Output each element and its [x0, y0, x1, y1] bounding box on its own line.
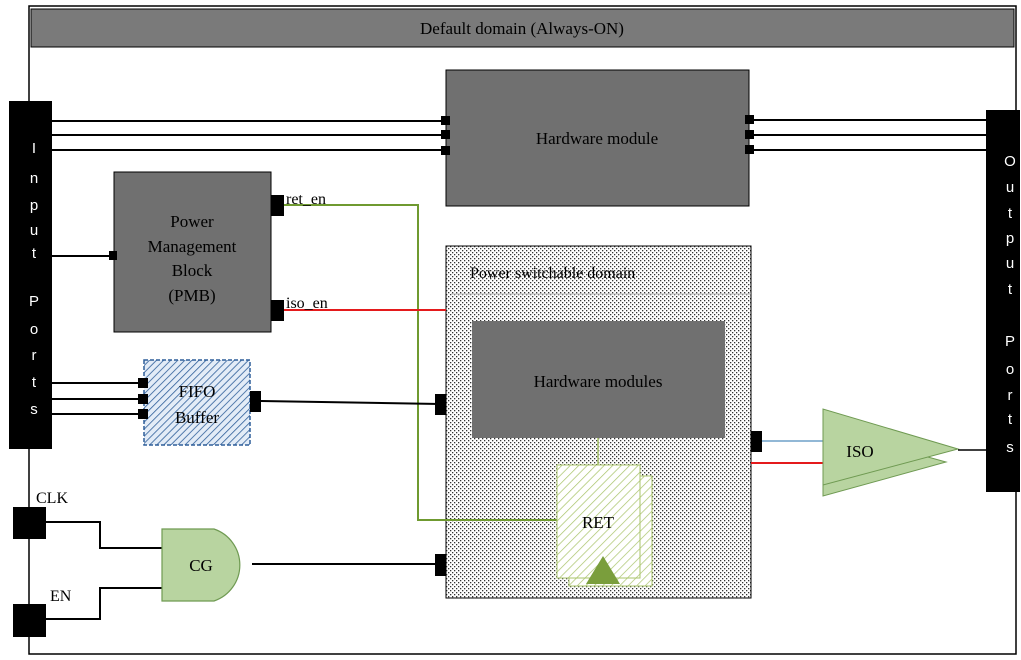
hw-to-output-wires: [754, 119, 986, 151]
output-port-letter: t: [1008, 205, 1013, 222]
hardware-module-pins: [441, 115, 754, 155]
output-ports-bar[interactable]: [986, 110, 1020, 492]
clk-to-cg-wire: [46, 521, 162, 549]
fifo-buffer[interactable]: [143, 359, 251, 446]
ret-en-label: ret_en: [286, 191, 326, 208]
iso-label: ISO: [846, 442, 873, 461]
pmb-ret-en-pin: [271, 195, 284, 216]
default-domain-header: [30, 8, 1015, 48]
output-port-letter: t: [1008, 411, 1013, 428]
fifo-to-psd-wire: [260, 400, 441, 405]
pmb-line: (PMB): [168, 286, 215, 305]
output-port-letter: o: [1006, 361, 1014, 378]
pmb-block[interactable]: [113, 171, 272, 333]
cg-label: CG: [189, 556, 213, 575]
output-port-letter: u: [1006, 179, 1014, 196]
input-port-letter: r: [32, 347, 37, 364]
psd-clock-pin: [435, 554, 446, 576]
iso-cell[interactable]: [822, 408, 960, 486]
output-port-letter: u: [1006, 255, 1014, 272]
input-ports-label: I n p u t P o r t s: [29, 140, 39, 418]
iso-en-label: iso_en: [286, 295, 328, 312]
input-port-letter: s: [30, 401, 38, 418]
input-port-letter: u: [30, 222, 38, 239]
fifo-line: FIFO: [179, 382, 216, 401]
output-port-letter: O: [1004, 153, 1016, 170]
psd-output-pin: [751, 431, 762, 452]
hardware-module[interactable]: [445, 69, 750, 207]
fifo-line: Buffer: [175, 408, 219, 427]
psd-title: Power switchable domain: [470, 265, 635, 282]
hardware-modules[interactable]: [472, 321, 725, 438]
output-port-letter: P: [1005, 333, 1015, 350]
pmb-input-pin: [109, 251, 117, 260]
cg-gate[interactable]: [161, 528, 241, 602]
pmb-line: Power: [170, 212, 214, 231]
output-port-letter: t: [1008, 281, 1013, 298]
input-to-hw-wires: [52, 120, 443, 151]
output-ports-label: O u t p u t P o r t s: [1004, 153, 1016, 456]
default-domain-title: Default domain (Always-ON): [420, 19, 624, 38]
input-ports-bar[interactable]: [9, 101, 52, 449]
en-to-cg-wire: [46, 587, 162, 620]
en-pin[interactable]: [13, 604, 46, 637]
input-port-letter: P: [29, 293, 39, 310]
pmb-line: Block: [172, 261, 213, 280]
input-port-letter: n: [30, 170, 38, 187]
input-port-letter: t: [32, 245, 37, 262]
fifo-input-pins: [138, 378, 148, 419]
output-port-letter: r: [1008, 387, 1013, 404]
ret-en-wire: [284, 204, 560, 521]
ret-cell[interactable]: [556, 464, 641, 579]
pmb-line: Management: [148, 237, 237, 256]
en-label: EN: [50, 588, 72, 605]
output-port-letter: s: [1006, 439, 1014, 456]
input-to-fifo-wires: [52, 382, 141, 415]
input-port-letter: p: [30, 197, 38, 214]
clk-label: CLK: [36, 490, 68, 507]
output-port-letter: p: [1006, 230, 1014, 247]
ret-label: RET: [582, 513, 615, 532]
psd-fifo-pin: [435, 394, 446, 415]
input-port-letter: o: [30, 321, 38, 338]
clk-pin[interactable]: [13, 507, 46, 539]
input-port-letter: I: [32, 140, 36, 157]
hardware-modules-label: Hardware modules: [534, 372, 663, 391]
hardware-module-label: Hardware module: [536, 129, 658, 148]
fifo-output-pin: [250, 391, 261, 412]
input-port-letter: t: [32, 374, 37, 391]
ret-clock-triangle-icon: [586, 556, 620, 584]
pmb-iso-en-pin: [271, 300, 284, 321]
